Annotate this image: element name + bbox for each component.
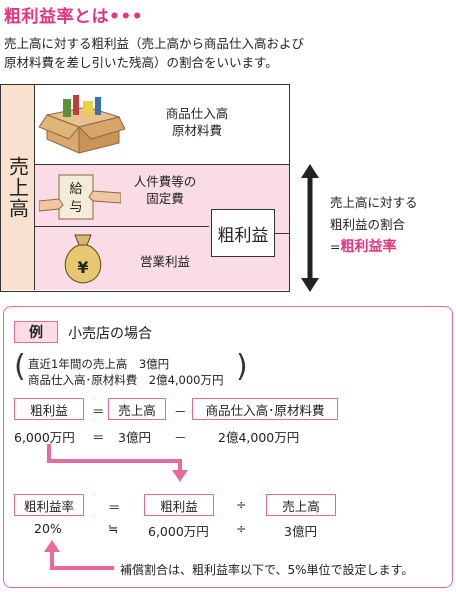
sales-column: 売上高: [1, 85, 35, 290]
yen-symbol: ¥: [77, 258, 88, 277]
salary-handover-icon: 給 与: [39, 174, 121, 220]
intro-line-2: 原材料費を差し引いた残高）の割合をいいます。: [4, 55, 278, 70]
conditions: 直近1年間の売上高 3億円 商品仕入高･原材料費 2億4,000万円: [28, 356, 224, 388]
page-title: 粗利益率とは•••: [4, 7, 144, 27]
ratio-equals: =: [330, 239, 341, 254]
salary-tag-char-2: 与: [69, 200, 82, 215]
note-arrow-head-icon: [44, 540, 60, 552]
eq2-gross-box: 粗利益: [144, 494, 214, 516]
ratio-line-2: 粗利益の割合: [330, 217, 406, 232]
condition-sales: 直近1年間の売上高 3億円: [28, 357, 170, 371]
intro-line-1: 売上高に対する粗利益（売上高から商品仕入高および: [4, 36, 305, 51]
eq1-minus: －: [174, 404, 187, 419]
purchase-cost-line-1: 商品仕入高: [165, 106, 229, 121]
eq1-equals: ＝: [92, 404, 105, 419]
eq2-equals: ＝: [108, 500, 121, 515]
flow-arrow-head-icon: [172, 470, 188, 482]
note-line-up: [50, 551, 54, 568]
fixed-cost-label: 人件費等の 固定費: [117, 173, 213, 207]
close-paren: ): [236, 349, 248, 384]
gross-profit-box: 粗利益: [211, 209, 275, 257]
purchase-cost-label: 商品仕入高 原材料費: [105, 105, 289, 139]
vals2-divide: ÷: [236, 521, 247, 536]
flow-line-across: [47, 459, 182, 463]
vals2-gross: 6,000万円: [148, 524, 209, 539]
vals1-equals: ＝: [92, 430, 105, 445]
eq2-divide: ÷: [236, 497, 247, 512]
sales-label: 売上高: [5, 156, 30, 219]
vals1-sales: 3億円: [118, 430, 151, 445]
eq1-gross-box: 粗利益: [14, 398, 84, 420]
vals2-approx: ≒: [108, 521, 119, 536]
purchase-cost-line-2: 原材料費: [171, 123, 222, 138]
row-divider: [35, 226, 209, 227]
cardboard-box-icon: [39, 95, 125, 154]
eq1-sales-box: 売上高: [108, 398, 166, 420]
salary-tag-char-1: 給: [69, 182, 82, 197]
example-title: 小売店の場合: [68, 326, 152, 342]
flow-line-drop: [178, 459, 182, 471]
fixed-cost-line-2: 固定費: [146, 191, 184, 206]
operating-profit-label: 営業利益: [139, 254, 190, 269]
eq2-ratio-box: 粗利益率: [14, 494, 84, 516]
money-bag-icon: ¥: [64, 234, 102, 284]
flow-line-down: [47, 444, 51, 462]
ratio-line-1: 売上高に対する: [330, 195, 418, 210]
ratio-line-3: =粗利益率: [330, 236, 418, 258]
vals1-purchase: 2億4,000万円: [218, 430, 300, 445]
vals1-gross: 6,000万円: [14, 430, 75, 445]
vals2-sales: 3億円: [284, 524, 317, 539]
note-text: 補償割合は、粗利益率以下で、5%単位で設定します。: [120, 563, 414, 577]
intro-text: 売上高に対する粗利益（売上高から商品仕入高および 原材料費を差し引いた残高）の割…: [4, 34, 304, 72]
eq1-purchase-box: 商品仕入高･原材料費: [192, 398, 338, 420]
example-badge: 例: [14, 321, 58, 343]
example-box: [3, 306, 453, 588]
double-arrow-icon: [301, 164, 319, 292]
purchase-cost-row: 商品仕入高 原材料費: [35, 85, 289, 165]
composition-diagram: 売上高 商品仕入高 原材料費 給 与 人件費等の 固定費: [0, 84, 290, 292]
fixed-cost-line-1: 人件費等の: [133, 174, 197, 189]
vals1-minus: －: [174, 430, 187, 445]
eq2-sales-box: 売上高: [266, 494, 336, 516]
condition-purchase: 商品仕入高･原材料費 2億4,000万円: [28, 373, 224, 387]
gross-connector: [275, 233, 289, 234]
ratio-name: 粗利益率: [340, 239, 397, 255]
vals2-ratio: 20%: [34, 521, 62, 536]
note-line-across: [50, 566, 114, 570]
ratio-definition: 売上高に対する 粗利益の割合 =粗利益率: [330, 192, 418, 258]
open-paren: (: [14, 349, 26, 384]
